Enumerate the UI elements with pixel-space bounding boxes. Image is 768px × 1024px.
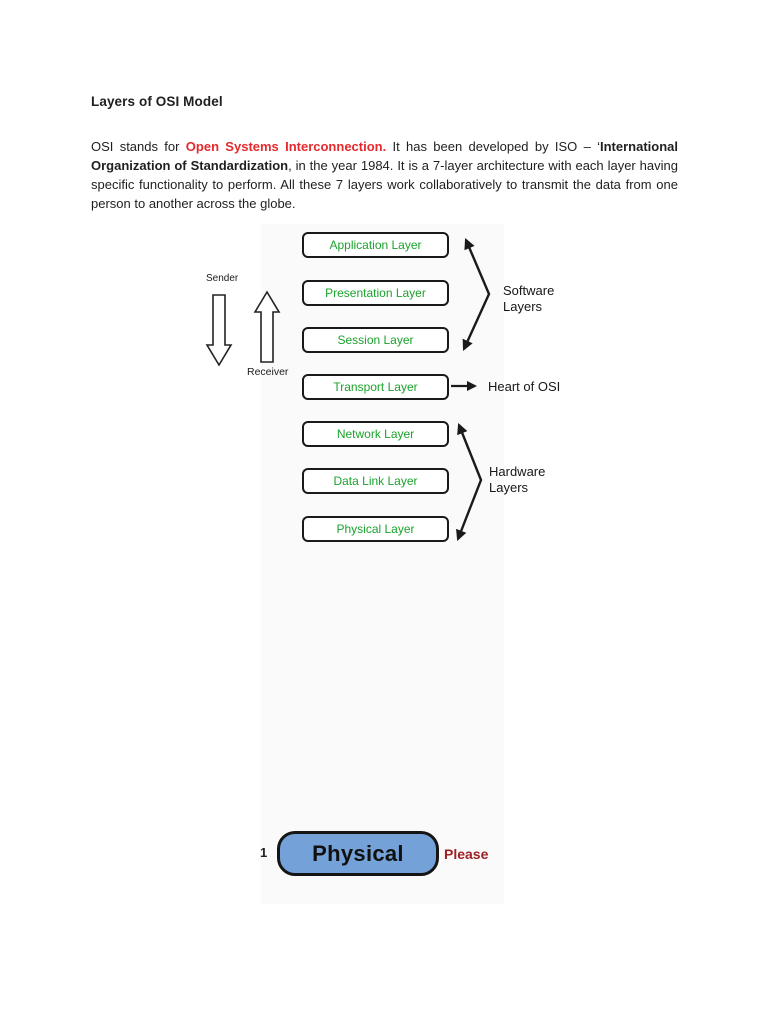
layer-box-session: Session Layer: [302, 327, 449, 353]
sender-down-arrow-icon: [205, 294, 233, 367]
paragraph-text: , in the year 1984. It is a 7-layer arch…: [91, 158, 678, 211]
paragraph-text: It has been developed by ISO – ‘: [386, 139, 600, 154]
layer-box-transport: Transport Layer: [302, 374, 449, 400]
layer-box-physical: Physical Layer: [302, 516, 449, 542]
layer-box-network: Network Layer: [302, 421, 449, 447]
heart-of-osi-label: Heart of OSI: [488, 379, 561, 394]
physical-pill: Physical: [277, 831, 439, 876]
receiver-label: Receiver: [247, 366, 289, 378]
layer-box-presentation: Presentation Layer: [302, 280, 449, 306]
please-label: Please: [444, 846, 489, 862]
physical-layer-number: 1: [260, 845, 268, 860]
paragraph-text: OSI stands for: [91, 139, 186, 154]
software-layers-label: Software Layers: [503, 283, 555, 314]
diagram-arrows: [205, 237, 491, 542]
layer-box-datalink: Data Link Layer: [302, 468, 449, 494]
layer-box-application: Application Layer: [302, 232, 449, 258]
sender-label: Sender: [206, 273, 239, 284]
receiver-up-arrow-icon: [253, 290, 281, 363]
hardware-layers-label: Hardware Layers: [489, 464, 546, 495]
paragraph-red-highlight: Open Systems Interconnection.: [185, 139, 387, 154]
paragraph-bold-highlight: International Organization of Standardiz…: [91, 139, 679, 173]
hardware-layers-bracket-icon: [456, 422, 483, 542]
page-title: Layers of OSI Model: [91, 94, 223, 109]
intro-paragraph: OSI stands for Open Systems Interconnect…: [91, 137, 678, 213]
software-layers-bracket-icon: [462, 237, 491, 352]
